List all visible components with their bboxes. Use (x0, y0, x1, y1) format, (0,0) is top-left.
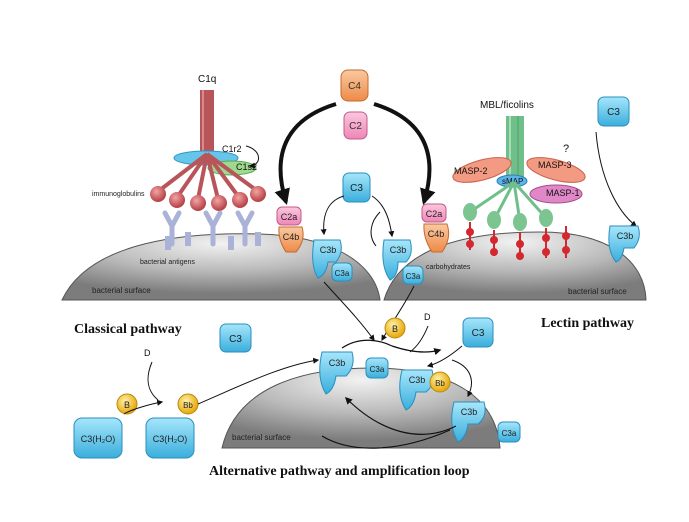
c1q-head (232, 192, 248, 208)
c2-label: C2 (349, 121, 362, 132)
c3-right-label: C3 (607, 107, 620, 118)
factor-b-left (116, 393, 138, 415)
arrow-to-classical (274, 102, 337, 206)
factor-bb-mid (429, 371, 451, 393)
alt-c3a-right (497, 421, 521, 443)
factor-b-mid-label: B (392, 324, 398, 334)
lectin-c3a-label: C3a (406, 272, 421, 281)
c1q-label: C1q (198, 74, 216, 85)
c1q-head (250, 186, 266, 202)
classical-c3a-label: C3a (335, 269, 350, 278)
c4b-label: C4b (283, 232, 300, 242)
c1q-head (169, 192, 185, 208)
alt-c3a-label: C3a (370, 365, 385, 374)
bacterial-antigens-label: bacterial antigens (140, 259, 195, 266)
classical-surface-label: bacterial surface (92, 286, 151, 295)
right-c3b-label: C3b (617, 231, 634, 241)
classical-c3-convertase: C2a C4b (276, 206, 304, 253)
lectin-c3b (382, 239, 412, 281)
mbl-stem (506, 116, 524, 178)
immunoglobulins-label: immunoglobulins (92, 191, 145, 198)
c1r2-label: C1r2 (222, 144, 242, 154)
alt-c3a-right-label: C3a (502, 429, 517, 438)
alt-c3b-right (451, 401, 486, 443)
lectin-c4b-label: C4b (428, 229, 445, 239)
masp1 (529, 184, 583, 204)
alternative-surface-label: bacterial surface (232, 433, 291, 442)
mbl-complex: MBL/ficolins MASP-2 sMAP MASP-3 MASP-1 ? (452, 100, 586, 231)
lectin-c3-convertase: C2a C4b (421, 203, 450, 253)
arrow-to-lectin (373, 102, 436, 206)
c3-box-left (219, 323, 252, 353)
alt-c3b-mid-label: C3b (409, 375, 426, 385)
c2a-label: C2a (281, 212, 298, 222)
c3-box-mid (462, 317, 494, 348)
mbl-ficolins-label: MBL/ficolins (480, 100, 534, 111)
c3-box-right (597, 96, 630, 127)
factor-d-label-left: D (144, 348, 151, 358)
c1s2-label: C1s2 (236, 162, 257, 172)
c3h2o-box-left (73, 417, 123, 459)
c3h2o-left-label: C3(H₂O) (81, 434, 116, 444)
lectin-surface-label: bacterial surface (568, 287, 627, 296)
carbohydrates-label: carbohydrates (426, 264, 471, 271)
masp2 (452, 157, 512, 183)
c3-mid-label: C3 (472, 328, 485, 339)
c3-label: C3 (350, 183, 363, 194)
immunoglobulins (162, 210, 255, 247)
factor-bb-mid-label: Bb (435, 379, 445, 388)
masp1-label: MASP-1 (546, 188, 580, 198)
factor-bb-left-label: Bb (183, 401, 193, 410)
alt-c3b-left (319, 351, 354, 395)
c1q-head (190, 195, 206, 211)
c4-label: C4 (348, 81, 361, 92)
classical-c3b-label: C3b (320, 245, 337, 255)
masp2-label: MASP-2 (454, 166, 488, 176)
c3h2o-right-label: C3(H₂O) (153, 434, 188, 444)
masp3-label: MASP-3 (538, 160, 572, 170)
factor-b-mid (384, 317, 406, 339)
bacterial-antigens (165, 232, 261, 250)
factor-b-left-label: B (124, 400, 130, 410)
lectin-c2a-label: C2a (426, 209, 443, 219)
classical-c3a (331, 262, 353, 282)
lectin-caption: Lectin pathway (541, 316, 634, 331)
c3-left-label: C3 (229, 334, 242, 345)
masp3 (526, 157, 586, 183)
classical-caption: Classical pathway (74, 322, 182, 337)
alt-c3b-left-label: C3b (329, 358, 346, 368)
alternative-caption: Alternative pathway and amplification lo… (209, 464, 470, 479)
alt-c3b-right-label: C3b (461, 407, 478, 417)
c1q-head (211, 195, 227, 211)
alt-c3a (365, 357, 389, 379)
c1-complex: C1q C1r2 C1s2 immunoglobulins (92, 74, 266, 211)
c3-box (342, 172, 371, 203)
right-c3b (608, 225, 640, 263)
lectin-c3a (402, 265, 424, 285)
lectin-c3b-label: C3b (390, 245, 407, 255)
question-mark: ? (563, 143, 569, 155)
c4-box (340, 69, 369, 102)
c3h2o-box-right (145, 417, 195, 459)
carbohydrate-markers (466, 222, 570, 260)
classical-c3b (312, 239, 342, 279)
lectin-surface: bacterial surface carbohydrates (383, 231, 647, 301)
c2-box (343, 111, 368, 140)
factor-d-label-mid: D (424, 312, 431, 322)
c1q-head (150, 186, 166, 202)
